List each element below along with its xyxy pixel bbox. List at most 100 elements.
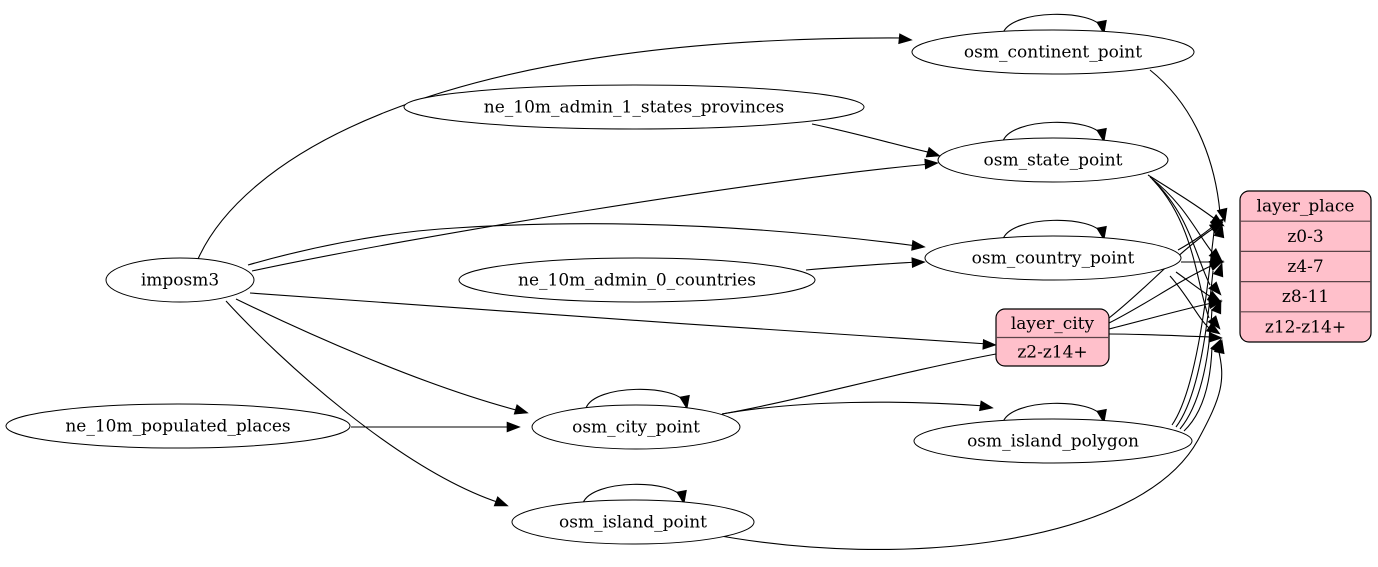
edge-osm_island_polygon-to-z12 xyxy=(1183,346,1213,432)
edge-osm_country_point-to-z12 xyxy=(1169,275,1210,329)
node-label-osm_island_point: osm_island_point xyxy=(559,513,707,533)
node-shape-osm_island_polygon xyxy=(913,418,1193,464)
edge-imposm3-to-layer_city xyxy=(249,292,989,345)
edge-imposm3-to-osm_country_point xyxy=(247,223,918,266)
nodes-layer: imposm3 ne_10m_admin_1_states_provincesne… xyxy=(5,29,1195,545)
edge-osm_country_point-to-z811 xyxy=(1175,271,1212,298)
arrowhead-selfloop-osm_state_point xyxy=(1096,127,1107,143)
edge-imposm3-to-osm_continent_point xyxy=(197,37,906,260)
selfloop-osm_state_point xyxy=(1002,121,1103,142)
edge-imposm3-to-osm_state_point xyxy=(251,163,931,272)
node-shape-osm_country_point xyxy=(924,235,1182,281)
node-label-osm_state_point: osm_state_point xyxy=(984,151,1123,171)
selfloop-osm_continent_point xyxy=(1002,13,1103,34)
arrowhead-osm_country_point-a xyxy=(911,239,926,251)
arrowhead-osm_continent_point xyxy=(898,33,913,45)
node-label-osm_island_polygon: osm_island_polygon xyxy=(967,432,1139,452)
edge-osm_island_polygon-to-z811 xyxy=(1179,308,1213,430)
selfloop-osm_island_polygon xyxy=(1002,402,1103,423)
arrowhead-osm_country_point-b xyxy=(911,257,926,269)
arrowhead-layerplace-z03-e xyxy=(1213,223,1225,239)
node-label-osm_country_point: osm_country_point xyxy=(972,249,1135,269)
node-label-ne_10m_populated_places: ne_10m_populated_places xyxy=(65,417,290,437)
record-row-layer_place-3[interactable]: z8-11 xyxy=(1282,287,1329,307)
edge-osm_state_point-to-z47 xyxy=(1149,176,1213,253)
arrowhead-osm_island_polygon-in xyxy=(979,400,994,412)
node-shape-ne_10m_admin_1_states_provinces xyxy=(403,84,865,130)
arrowhead-layerplace-z03-a xyxy=(1216,207,1228,223)
node-osm_island_polygon[interactable]: osm_island_polygon xyxy=(913,418,1193,464)
node-label-ne_10m_admin_0_countries: ne_10m_admin_0_countries xyxy=(518,271,756,291)
edge-layer_city-to-z03 xyxy=(1108,227,1215,319)
edge-osm_state_point-to-z12 xyxy=(1153,180,1210,319)
node-osm_island_point[interactable]: osm_island_point xyxy=(511,499,755,545)
arrowhead-selfloop-osm_island_point xyxy=(676,489,687,505)
edge-layer_city-to-z47 xyxy=(1108,264,1214,324)
node-shape-osm_state_point xyxy=(937,137,1169,183)
record-node-layer_place[interactable]: layer_place z0-3 z4-7 z8-11 z12-z14+ xyxy=(1239,190,1372,343)
selfloop-osm_island_point xyxy=(582,483,683,504)
edge-osm_continent_point-to-layer_place xyxy=(1149,69,1221,214)
arrowhead-osm_state_point-b xyxy=(925,146,941,158)
node-imposm3[interactable]: imposm3 xyxy=(105,257,255,303)
edge-osm_state_point-to-z811 xyxy=(1151,178,1211,286)
record-row-layer_place-2[interactable]: z4-7 xyxy=(1287,257,1323,277)
edge-layer_city-to-z12 xyxy=(1108,333,1213,338)
node-shape-osm_island_point xyxy=(511,499,755,545)
arrowhead-layerplace-z811-d xyxy=(1210,299,1222,315)
arrowhead-osm_island_point xyxy=(493,496,509,507)
arrowhead-layerplace-z47-c xyxy=(1208,260,1224,272)
record-row-layer_city-0[interactable]: layer_city xyxy=(1011,314,1095,334)
node-shape-osm_continent_point xyxy=(911,29,1195,75)
arrowhead-selfloop-osm_city_point xyxy=(679,394,690,410)
arrowhead-layerplace-z47-d xyxy=(1212,262,1224,278)
node-label-imposm3: imposm3 xyxy=(141,271,219,291)
node-osm_city_point[interactable]: osm_city_point xyxy=(531,404,741,450)
node-osm_country_point[interactable]: osm_country_point xyxy=(924,235,1182,281)
record-row-layer_place-4[interactable]: z12-z14+ xyxy=(1265,317,1346,337)
arrowhead-osm_state_point-a xyxy=(924,158,939,170)
edge-layer_city-to-z811 xyxy=(1108,302,1213,330)
edge-osm_island_point-to-layer_place xyxy=(709,347,1223,551)
record-row-layer_city-1[interactable]: z2-z14+ xyxy=(1017,342,1087,362)
record-node-layer_city[interactable]: layer_city z2-z14+ xyxy=(995,308,1110,367)
edge-osm_island_polygon-to-z47 xyxy=(1175,270,1214,428)
selfloop-osm_city_point xyxy=(585,388,686,409)
node-shape-imposm3 xyxy=(105,257,255,303)
edge-imposm3-to-osm_city_point xyxy=(235,298,521,412)
edge-osm_city_point-to-osm_island_polygon xyxy=(721,401,986,415)
node-ne_10m_admin_0_countries[interactable]: ne_10m_admin_0_countries xyxy=(458,257,816,303)
node-ne_10m_populated_places[interactable]: ne_10m_populated_places xyxy=(5,403,351,449)
record-row-layer_place-1[interactable]: z0-3 xyxy=(1287,227,1323,247)
arrowhead-layer_city xyxy=(982,338,997,350)
arrowhead-osm_city_point-b xyxy=(506,421,521,433)
arrowhead-selfloop-osm_island_polygon xyxy=(1096,408,1107,424)
node-label-ne_10m_admin_1_states_provinces: ne_10m_admin_1_states_provinces xyxy=(484,98,784,118)
arrowhead-layerplace-z811-a xyxy=(1208,281,1222,296)
selfloop-osm_country_point xyxy=(1002,219,1103,240)
record-row-layer_place-0[interactable]: layer_place xyxy=(1257,197,1355,217)
arrowhead-layerplace-z12-e xyxy=(1213,339,1225,355)
edge-layer_city-to-osm_city_point xyxy=(721,353,997,415)
node-label-osm_city_point: osm_city_point xyxy=(572,418,700,438)
node-label-osm_continent_point: osm_continent_point xyxy=(964,43,1142,63)
node-ne_10m_admin_1_states_provinces[interactable]: ne_10m_admin_1_states_provinces xyxy=(403,84,865,130)
node-shape-ne_10m_admin_0_countries xyxy=(458,257,816,303)
node-shape-osm_city_point xyxy=(531,404,741,450)
node-shape-ne_10m_populated_places xyxy=(5,403,351,449)
arrowhead-selfloop-osm_continent_point xyxy=(1096,19,1107,35)
arrowhead-layerplace-z03-d xyxy=(1208,221,1224,234)
record-box-layer_place xyxy=(1239,190,1372,343)
records-layer: layer_place z0-3 z4-7 z8-11 z12-z14+ layer_ci… xyxy=(995,190,1372,367)
edge-imposm3-to-osm_island_point xyxy=(225,300,501,504)
node-osm_state_point[interactable]: osm_state_point xyxy=(937,137,1169,183)
edge-osm_island_polygon-to-z03 xyxy=(1171,231,1215,426)
edge-osm_state_point-to-z03 xyxy=(1147,174,1216,220)
edge-ne0-to-osm_country_point xyxy=(805,261,918,271)
edge-ne1-to-osm_state_point xyxy=(811,123,933,154)
node-osm_continent_point[interactable]: osm_continent_point xyxy=(911,29,1195,75)
arrowhead-osm_city_point-a xyxy=(513,404,529,415)
edges-layer xyxy=(197,13,1228,551)
